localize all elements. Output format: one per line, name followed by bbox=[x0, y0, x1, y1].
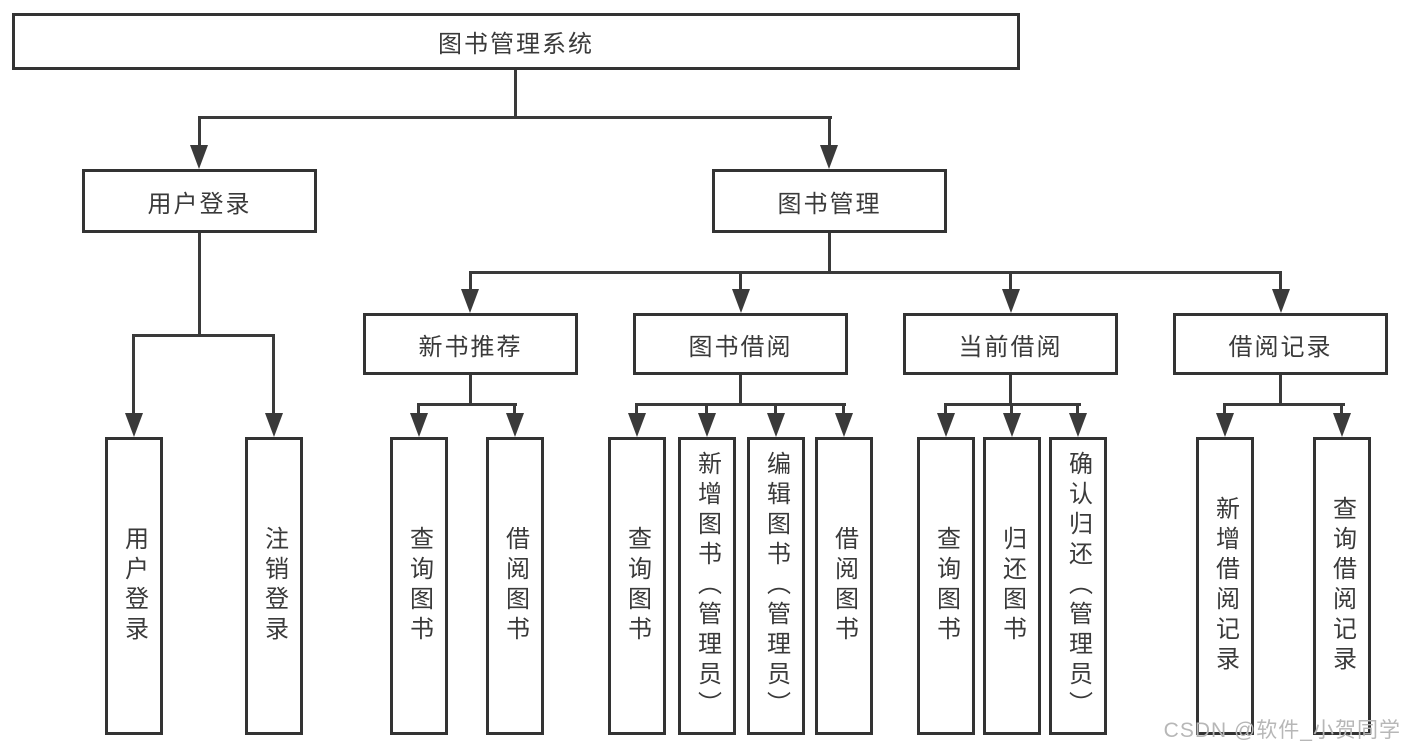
leaf-add-book-admin-label: 新增图书（管理员） bbox=[693, 451, 721, 721]
down-arrow-icon bbox=[125, 413, 143, 437]
node-new-book-recommend-label: 新书推荐 bbox=[418, 333, 523, 361]
connector-line bbox=[469, 271, 1282, 274]
leaf-edit-book-admin-label: 编辑图书（管理员） bbox=[762, 451, 790, 721]
down-arrow-icon bbox=[410, 413, 428, 437]
down-arrow-icon bbox=[767, 413, 785, 437]
connector-line bbox=[1279, 375, 1282, 406]
node-borrow-record: 借阅记录 bbox=[1173, 313, 1388, 375]
connector-line bbox=[944, 403, 1081, 406]
csdn-watermark: CSDN @软件_小贺同学 bbox=[1163, 719, 1401, 742]
connector-line bbox=[1279, 274, 1282, 290]
down-arrow-icon bbox=[1003, 413, 1021, 437]
leaf-query-borrow-record: 查询借阅记录 bbox=[1313, 437, 1371, 735]
leaf-query-book-current-label: 查询图书 bbox=[932, 526, 960, 646]
node-user-login: 用户登录 bbox=[82, 169, 317, 233]
connector-line bbox=[513, 406, 516, 415]
node-user-login-label: 用户登录 bbox=[147, 190, 252, 218]
connector-line bbox=[198, 116, 832, 119]
connector-line bbox=[828, 233, 831, 274]
node-book-management: 图书管理 bbox=[712, 169, 947, 233]
node-root-label: 图书管理系统 bbox=[438, 31, 594, 58]
node-book-borrow: 图书借阅 bbox=[633, 313, 848, 375]
leaf-return-book-label: 归还图书 bbox=[998, 526, 1026, 646]
node-current-borrow-label: 当前借阅 bbox=[958, 333, 1063, 361]
connector-line bbox=[1223, 406, 1226, 415]
connector-line bbox=[417, 403, 517, 406]
leaf-query-book-borrow-label: 查询图书 bbox=[623, 526, 651, 646]
down-arrow-icon bbox=[461, 289, 479, 313]
connector-line bbox=[417, 406, 420, 415]
down-arrow-icon bbox=[628, 413, 646, 437]
leaf-add-book-admin: 新增图书（管理员） bbox=[678, 437, 736, 735]
leaf-query-book-borrow: 查询图书 bbox=[608, 437, 666, 735]
connector-line bbox=[1340, 406, 1343, 415]
node-book-management-label: 图书管理 bbox=[777, 190, 882, 218]
down-arrow-icon bbox=[1272, 289, 1290, 313]
connector-line bbox=[739, 274, 742, 290]
node-root: 图书管理系统 bbox=[12, 13, 1020, 70]
down-arrow-icon bbox=[1069, 413, 1087, 437]
connector-line bbox=[635, 406, 638, 415]
connector-line bbox=[272, 337, 275, 415]
connector-line bbox=[132, 337, 135, 415]
connector-line bbox=[705, 406, 708, 415]
leaf-add-borrow-record-label: 新增借阅记录 bbox=[1211, 496, 1239, 676]
connector-line bbox=[944, 406, 947, 415]
connector-line bbox=[1223, 403, 1345, 406]
down-arrow-icon bbox=[265, 413, 283, 437]
leaf-borrow-book-recommend-label: 借阅图书 bbox=[501, 526, 529, 646]
leaf-user-login-label: 用户登录 bbox=[120, 526, 148, 646]
down-arrow-icon bbox=[698, 413, 716, 437]
leaf-logout-login: 注销登录 bbox=[245, 437, 303, 735]
leaf-borrow-book-recommend: 借阅图书 bbox=[486, 437, 544, 735]
connector-line bbox=[1009, 274, 1012, 290]
leaf-add-borrow-record: 新增借阅记录 bbox=[1196, 437, 1254, 735]
connector-line bbox=[198, 119, 201, 147]
leaf-logout-login-label: 注销登录 bbox=[260, 526, 288, 646]
leaf-return-book: 归还图书 bbox=[983, 437, 1041, 735]
connector-line bbox=[774, 406, 777, 415]
leaf-query-book-recommend-label: 查询图书 bbox=[405, 526, 433, 646]
leaf-borrow-book: 借阅图书 bbox=[815, 437, 873, 735]
leaf-user-login: 用户登录 bbox=[105, 437, 163, 735]
leaf-query-book-current: 查询图书 bbox=[917, 437, 975, 735]
node-book-borrow-label: 图书借阅 bbox=[688, 333, 793, 361]
leaf-confirm-return-admin: 确认归还（管理员） bbox=[1049, 437, 1107, 735]
down-arrow-icon bbox=[937, 413, 955, 437]
down-arrow-icon bbox=[190, 145, 208, 169]
leaf-edit-book-admin: 编辑图书（管理员） bbox=[747, 437, 805, 735]
connector-line bbox=[635, 403, 846, 406]
down-arrow-icon bbox=[1002, 289, 1020, 313]
node-new-book-recommend: 新书推荐 bbox=[363, 313, 578, 375]
connector-line bbox=[469, 375, 472, 406]
down-arrow-icon bbox=[835, 413, 853, 437]
down-arrow-icon bbox=[1333, 413, 1351, 437]
down-arrow-icon bbox=[820, 145, 838, 169]
down-arrow-icon bbox=[732, 289, 750, 313]
connector-line bbox=[514, 70, 517, 118]
leaf-borrow-book-label: 借阅图书 bbox=[830, 526, 858, 646]
connector-line bbox=[1009, 375, 1012, 406]
connector-line bbox=[842, 406, 845, 415]
connector-line bbox=[1076, 406, 1079, 415]
leaf-confirm-return-admin-label: 确认归还（管理员） bbox=[1064, 451, 1092, 721]
connector-line bbox=[1010, 406, 1013, 415]
down-arrow-icon bbox=[1216, 413, 1234, 437]
down-arrow-icon bbox=[506, 413, 524, 437]
node-borrow-record-label: 借阅记录 bbox=[1228, 333, 1333, 361]
connector-line bbox=[828, 119, 831, 147]
connector-line bbox=[198, 233, 201, 337]
leaf-query-book-recommend: 查询图书 bbox=[390, 437, 448, 735]
connector-line bbox=[739, 375, 742, 406]
connector-line bbox=[469, 274, 472, 290]
node-current-borrow: 当前借阅 bbox=[903, 313, 1118, 375]
connector-line bbox=[132, 334, 275, 337]
leaf-query-borrow-record-label: 查询借阅记录 bbox=[1328, 496, 1356, 676]
